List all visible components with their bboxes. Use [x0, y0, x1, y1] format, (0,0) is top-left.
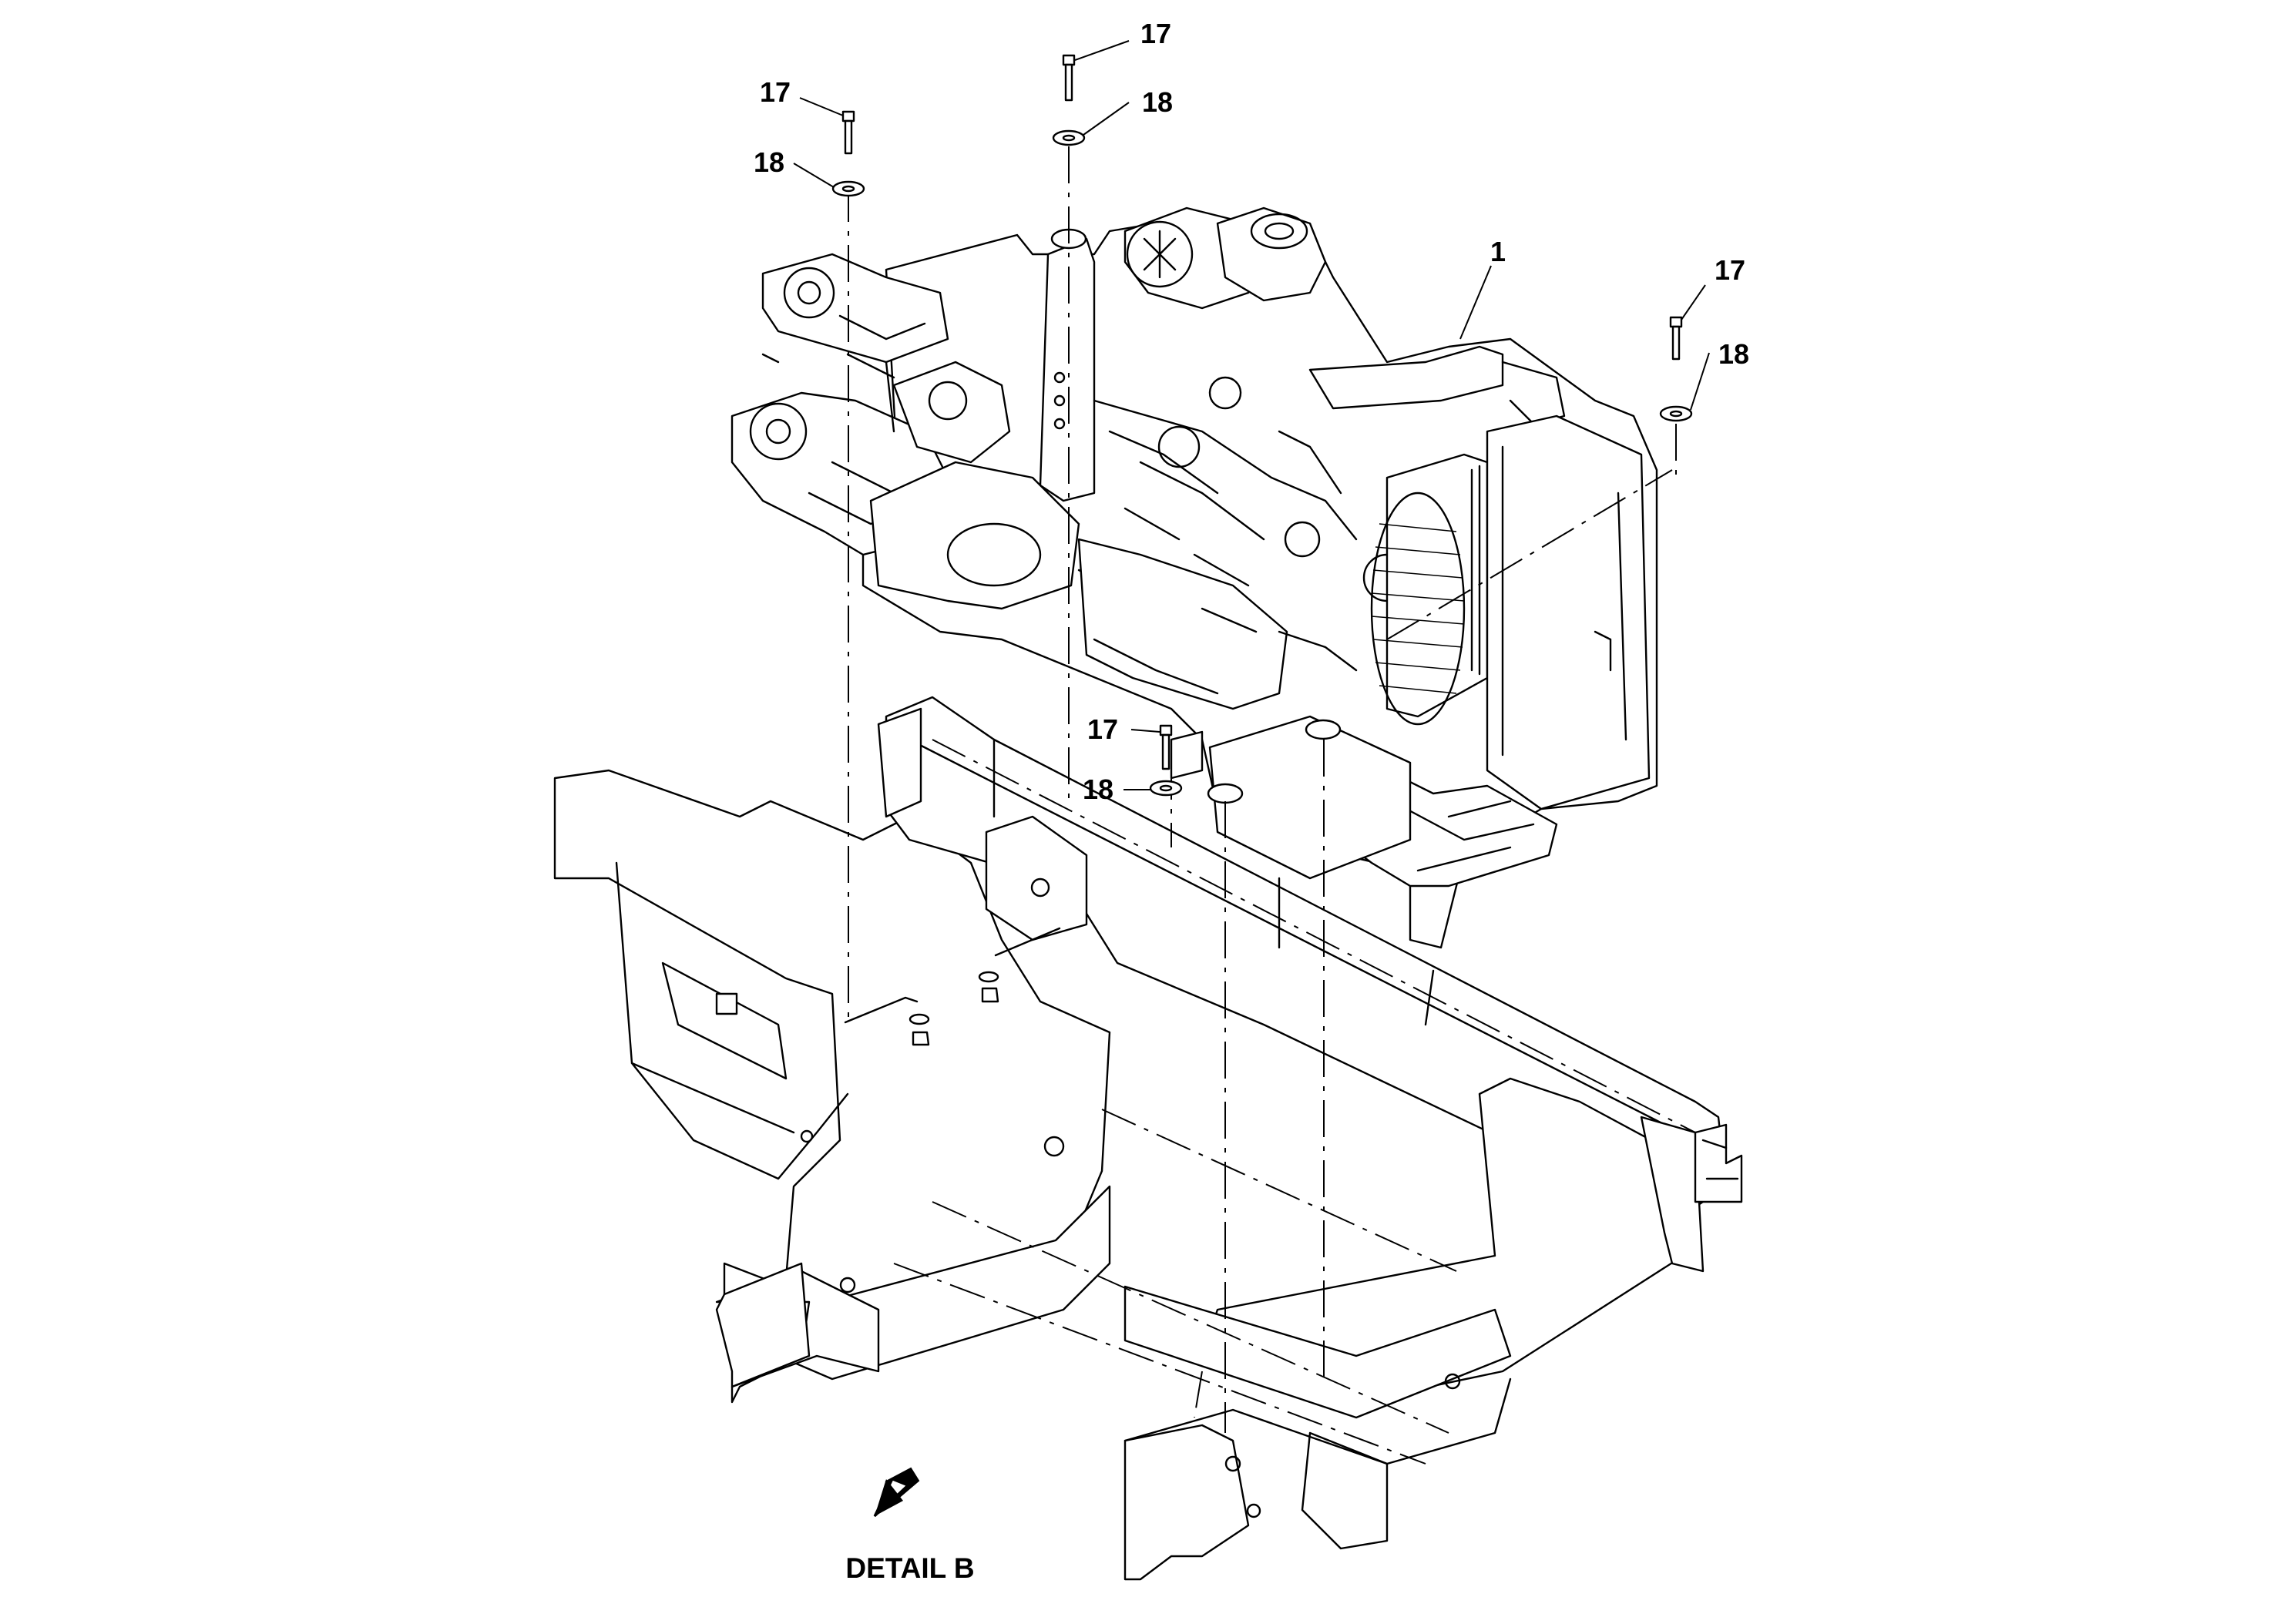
frame-nut-washer-left [909, 1013, 930, 1046]
leader-line [793, 163, 835, 188]
frame-rear-beam [1123, 1424, 1250, 1581]
bracket-hole [1053, 394, 1066, 407]
engine-head-details [1077, 399, 1358, 602]
flywheel-housing [869, 461, 1080, 610]
alignment-lines [848, 146, 1677, 1433]
frame-rear-bottom [1123, 1377, 1512, 1465]
turbocharger [1216, 206, 1327, 302]
front-tray [1208, 715, 1412, 880]
flywheel-housing-opening [946, 522, 1042, 587]
turbo-inlet-inner [1264, 222, 1295, 240]
engine-mount-bracket-left [1039, 237, 1096, 502]
frame-left-foot [715, 1262, 811, 1388]
oil-pan-hose [1093, 607, 1358, 695]
frame-hole [1030, 877, 1050, 898]
callouts: 17 18 17 18 1 17 18 17 18 [754, 18, 1749, 805]
leader-line [1690, 352, 1710, 411]
cooler-cover-panel [1486, 414, 1651, 810]
leader-line [1083, 102, 1130, 136]
frame-hole [1043, 1136, 1065, 1157]
frame-top-rail-flange [908, 738, 1697, 1142]
frame-hole [839, 1277, 856, 1293]
frame-right-crossmember [1123, 1285, 1512, 1419]
frame-hidden-line [893, 739, 1696, 1465]
callout-bolt-right: 17 [1715, 254, 1745, 286]
callout-bolt-top-center: 17 [1140, 18, 1171, 49]
pump-shaft [797, 280, 821, 305]
pump-flange [783, 267, 835, 319]
tray-mount-boss [1305, 719, 1342, 740]
bolt-top-center [1062, 54, 1076, 102]
bolt-right [1669, 316, 1683, 361]
oil-pan [1077, 538, 1288, 710]
detail-caption: DETAIL B [845, 1552, 974, 1584]
frame-bracket-lines [844, 927, 1061, 1024]
frame-right-end-stub [1694, 1123, 1743, 1203]
engine-mount-bracket-front [1170, 730, 1204, 780]
washer-right [1659, 405, 1693, 422]
bolt-top-left [841, 110, 855, 155]
bracket-hole [1053, 371, 1066, 384]
callout-bolt-lower-center: 17 [1087, 713, 1118, 745]
leader-line [1681, 284, 1706, 320]
frame-slot-square [715, 992, 738, 1015]
frame-hole [1246, 1503, 1261, 1518]
frame-nut-washer-center [978, 971, 999, 1003]
frame-hole [800, 1129, 814, 1143]
leader-line [799, 97, 844, 116]
radiator-core-lines [1470, 465, 1481, 676]
leader-lines [793, 40, 1710, 790]
frame-mount-bracket [985, 815, 1088, 941]
air-cleaner-cross [1143, 230, 1177, 279]
air-cleaner-cap [1126, 220, 1194, 288]
leader-line [1459, 265, 1492, 340]
washer-top-center [1052, 129, 1086, 146]
leader-line [1074, 40, 1130, 61]
callout-engine-assembly: 1 [1490, 236, 1506, 267]
callout-washer-top-left: 18 [754, 146, 784, 178]
frame-front-bracket [877, 707, 922, 818]
leader-line [1130, 729, 1160, 733]
frame-left-inner-web [615, 861, 849, 1180]
alignment-line [1386, 469, 1673, 640]
callout-bolt-top-left: 17 [760, 76, 791, 108]
exhaust-pipe [1308, 345, 1504, 410]
engine-pulley [1157, 425, 1201, 468]
frame-right-end-stub-detail [1701, 1139, 1739, 1180]
pump-details [761, 314, 926, 525]
frame-right-end-plate [1640, 1116, 1705, 1273]
callout-washer-top-center: 18 [1142, 86, 1173, 118]
turbo-inlet [1250, 213, 1308, 250]
hydraulic-pump-middle [892, 361, 1011, 464]
chassis-frame [553, 696, 1743, 1581]
bracket-hole [1053, 418, 1066, 430]
engine-pulley [1284, 521, 1321, 558]
pump-flange [928, 381, 968, 421]
frame-rear-foot [1301, 1431, 1389, 1550]
radiator-fan [1370, 492, 1466, 726]
bolt-lower-center [1159, 724, 1173, 770]
callout-washer-right: 18 [1718, 338, 1749, 370]
washer-top-left [831, 180, 865, 197]
pump-flange [749, 402, 808, 461]
frame-hole [1224, 1455, 1241, 1472]
engine-assembly [731, 206, 1658, 949]
callout-washer-lower-center: 18 [1083, 773, 1113, 805]
tray-mount-boss [1207, 783, 1244, 804]
arrow-down-left-icon [873, 1467, 920, 1518]
engine-pulley [1208, 376, 1242, 410]
frame-hole [1444, 1373, 1461, 1390]
frame-left-side-plate [553, 769, 1111, 1342]
cooler-cover-details [1501, 445, 1627, 757]
washer-lower-center [1149, 780, 1183, 797]
pump-shaft [765, 418, 791, 445]
exhaust-bellows [1501, 361, 1566, 425]
